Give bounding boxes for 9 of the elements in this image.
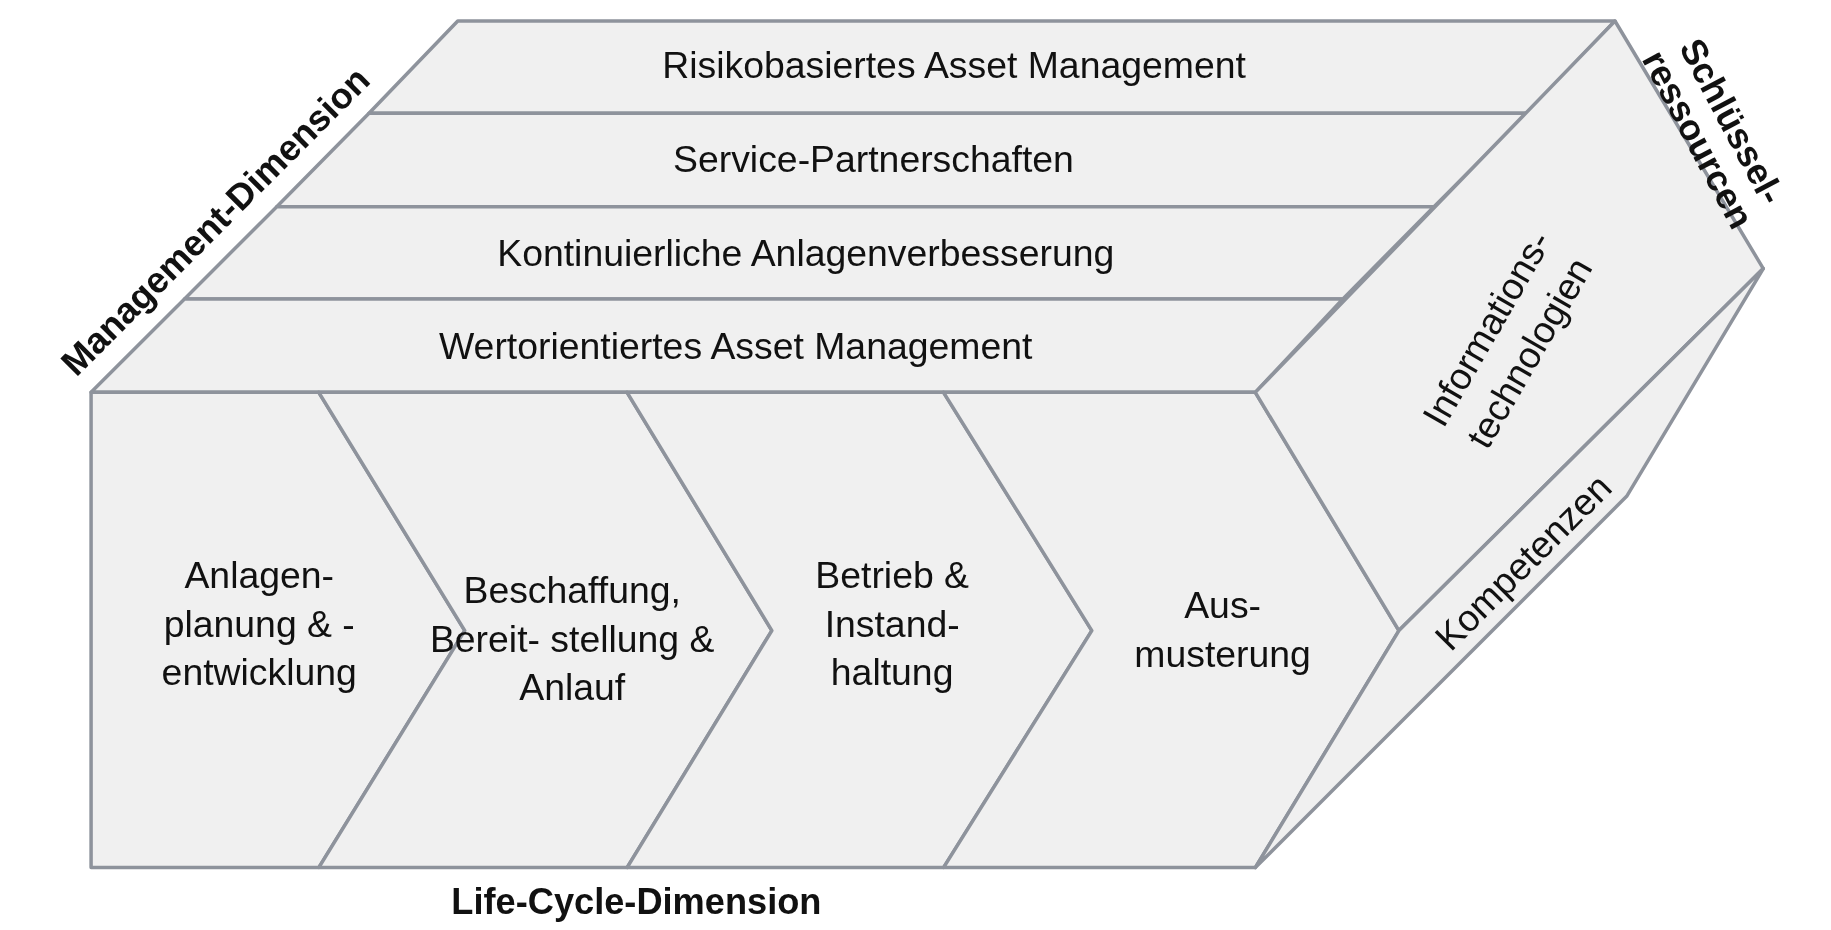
step-label: Betrieb & Instand- haltung	[814, 553, 970, 696]
band-label: Service-Partnerschaften	[673, 137, 1074, 183]
step-label: Anlagen- planung & -entwicklung	[160, 553, 358, 696]
axis-label: Life-Cycle-Dimension	[451, 883, 822, 922]
step-label: Aus- musterung	[1133, 583, 1312, 677]
band-label: Wertorientiertes Asset Management	[439, 323, 1033, 369]
band-label: Risikobasiertes Asset Management	[662, 43, 1246, 89]
band-label: Kontinuierliche Anlagenverbesserung	[497, 231, 1115, 277]
step-label: Beschaffung, Bereit- stellung & Anlauf	[429, 568, 716, 711]
